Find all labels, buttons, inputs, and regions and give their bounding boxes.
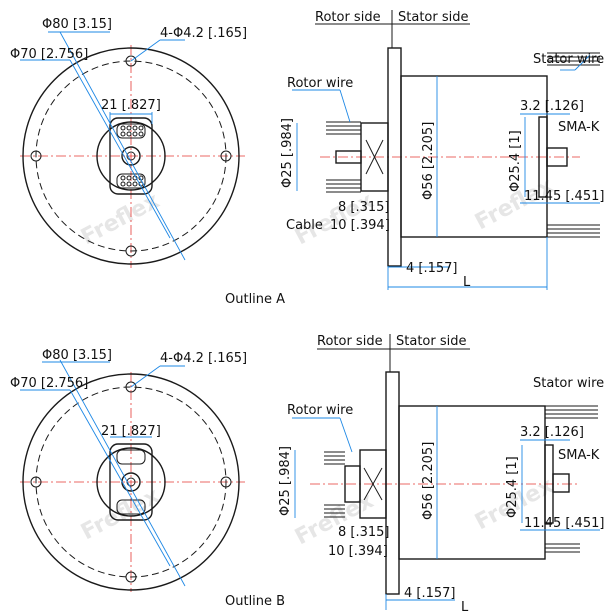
- sma-connector: [552, 473, 570, 493]
- rotor-side-label: Rotor side: [317, 334, 383, 349]
- rotor-wires: [326, 121, 361, 193]
- stator-wire-label: Stator wire: [533, 52, 604, 67]
- rotor-hub-circle: [96, 447, 166, 517]
- rotor-hub-circle: [96, 121, 166, 191]
- phi254-label: Φ25.4 [1]: [505, 456, 520, 518]
- mounting-hole: [30, 150, 42, 162]
- sma-label: SMA-K: [558, 448, 600, 463]
- flange-outer-circle: [22, 47, 240, 265]
- watermark-text: Freflex: [291, 488, 378, 550]
- hub-cross: [363, 467, 383, 501]
- d10-label: 10 [.394]: [330, 218, 390, 233]
- mounting-hole: [220, 476, 232, 488]
- outline-b-caption: Outline B: [225, 594, 285, 609]
- hub-cross: [365, 139, 384, 175]
- mounting-hole: [125, 381, 137, 393]
- flange: [385, 371, 400, 595]
- phi70-label: Φ70 [2.756]: [10, 376, 88, 391]
- phi80-label: Φ80 [3.15]: [42, 17, 112, 32]
- wire-bundle-top: [116, 449, 146, 465]
- outline-b-side-view: Rotor side Stator side Φ25 [.984] Φ56 [2: [278, 334, 604, 613]
- rotor-wires: [324, 451, 345, 518]
- rotor-wire-label: Rotor wire: [287, 403, 353, 418]
- cable-label: Cable: [286, 218, 323, 233]
- stator-wire-label: Stator wire: [533, 376, 604, 391]
- center-bore-outer: [121, 146, 141, 166]
- d4-label: 4 [.157]: [406, 261, 458, 276]
- rotor-wire-leader: [339, 417, 353, 453]
- sma-label: SMA-K: [558, 120, 600, 135]
- phi254-label: Φ25.4 [1]: [508, 130, 523, 192]
- holes-leader: [130, 365, 161, 388]
- rotor-wire-leader: [339, 89, 351, 123]
- center-bore-inner: [126, 151, 136, 161]
- phi70-leader: [69, 59, 171, 239]
- rotor-wire-label: Rotor wire: [287, 76, 353, 91]
- holes-leader: [130, 39, 161, 62]
- holes-label: 4-Φ4.2 [.165]: [160, 26, 247, 41]
- wire-dots: [120, 125, 144, 187]
- stator-wire-leader: [574, 54, 591, 71]
- outline-a-caption: Outline A: [225, 292, 285, 307]
- d8-label: 8 [.315]: [338, 200, 390, 215]
- mounting-hole: [125, 571, 137, 583]
- stator-wires: [547, 52, 600, 238]
- L-label: L: [463, 275, 471, 290]
- flange-outer-circle: [22, 373, 240, 591]
- mounting-hole: [220, 150, 232, 162]
- stator-wires: [545, 405, 598, 553]
- outline-a-face-view: Φ80 [3.15] Φ70 [2.756] 4-Φ4.2 [.165] 21 …: [10, 17, 247, 268]
- w21-label: 21 [.827]: [101, 424, 161, 439]
- phi80-leader: [59, 359, 186, 587]
- holes-label: 4-Φ4.2 [.165]: [160, 351, 247, 366]
- outline-a-side-view: Rotor side Stator side: [280, 10, 604, 290]
- phi70-label: Φ70 [2.756]: [10, 47, 88, 62]
- rotor-body: [109, 117, 153, 195]
- mounting-hole: [30, 476, 42, 488]
- d10-label: 10 [.394]: [328, 544, 388, 559]
- d32-label: 3.2 [.126]: [520, 425, 584, 440]
- rotor-body: [109, 443, 153, 521]
- d1145-label: 11.45 [.451]: [524, 189, 604, 204]
- mounting-hole: [125, 55, 137, 67]
- L-label: L: [461, 600, 469, 613]
- phi80-label: Φ80 [3.15]: [42, 348, 112, 363]
- stator-side-label: Stator side: [396, 334, 466, 349]
- cable-stub: [335, 150, 362, 164]
- d8-label: 8 [.315]: [338, 525, 390, 540]
- phi25-label: Φ25 [.984]: [280, 118, 295, 188]
- phi70-leader: [69, 389, 171, 567]
- sma-connector: [546, 147, 568, 167]
- d4-label: 4 [.157]: [404, 586, 456, 601]
- wire-bundle-bottom: [116, 499, 146, 515]
- phi80-leader: [59, 31, 186, 261]
- wire-bundle-bottom: [116, 173, 146, 189]
- outline-b-face-view: Φ80 [3.15] Φ70 [2.756] 4-Φ4.2 [.165] 21 …: [10, 348, 247, 592]
- w21-label: 21 [.827]: [101, 98, 161, 113]
- rotor-step: [344, 465, 361, 503]
- d32-label: 3.2 [.126]: [520, 99, 584, 114]
- phi25-label: Φ25 [.984]: [278, 446, 293, 516]
- d1145-label: 11.45 [.451]: [524, 516, 604, 531]
- phi56-label: Φ56 [2.205]: [421, 442, 436, 520]
- mounting-hole: [125, 245, 137, 257]
- wire-bundle-top: [116, 123, 146, 139]
- phi56-label: Φ56 [2.205]: [421, 122, 436, 200]
- rotor-side-label: Rotor side: [315, 10, 381, 25]
- stator-side-label: Stator side: [398, 10, 468, 25]
